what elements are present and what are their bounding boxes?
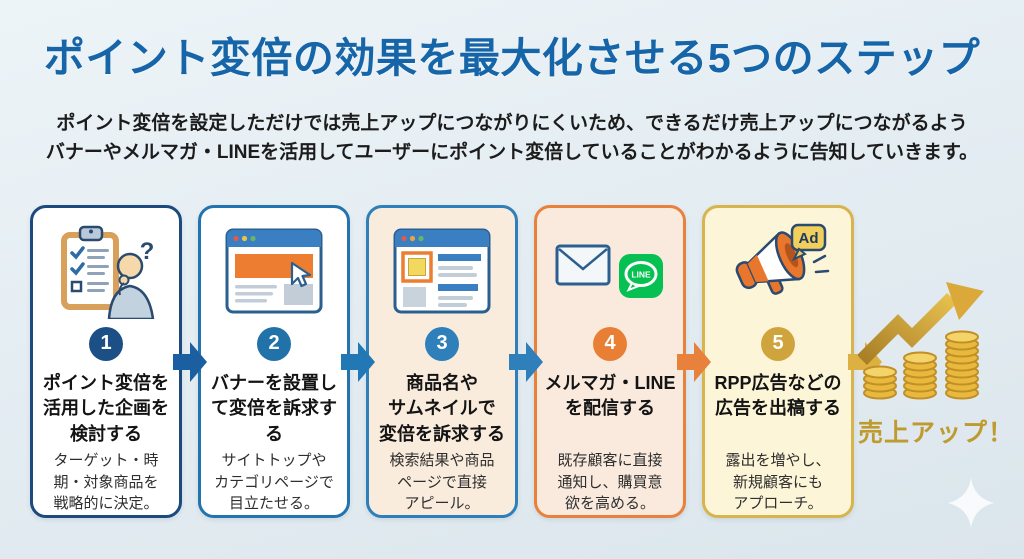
step-description: 検索結果や商品 ページで直接 アピール。 [389,451,495,513]
email-icon [555,244,611,286]
step-number-badge: 3 [425,326,459,361]
rising-arrow [857,282,984,365]
subtitle: ポイント変倍を設定しただけでは売上アップにつながりにくいため、できるだけ売上アッ… [45,113,979,163]
coin-stacks [863,330,979,400]
goal-label: 売上アップ！ [857,419,1014,447]
svg-text:?: ? [140,238,155,265]
thinking-person-checklist-icon: ? [38,220,174,323]
ad-speech-bubble: Ad [790,224,827,262]
megaphone-ad-icon: Ad [710,220,846,323]
step-heading: 商品名や サムネイルで 変倍を訴求する [379,372,505,444]
step-description: 既存顧客に直接 通知し、購買意 欲を高める。 [557,451,663,513]
step-heading: バナーを設置し て変倍を訴求す る [211,372,337,444]
product-thumbnail-icon [374,220,510,323]
page-title: ポイント変倍の効果を最大化させる5つのステップ [43,35,981,81]
step-number-badge: 1 [89,326,123,361]
growth-chart-coins-icon [857,282,984,400]
step-number-badge: 2 [257,326,291,361]
step-number-badge: 4 [593,326,627,361]
step-heading: RPP広告などの 広告を出稿する [714,372,842,419]
step-card-5: Ad 5 RPP広告などの 広告を出稿する 露出を増やし、 新規顧客にも アプロ… [702,205,854,518]
step-description: サイトトップや カテゴリページで 目立たせる。 [214,451,334,513]
step-heading: ポイント変倍を 活用した企画を 検討する [43,372,169,444]
email-and-line-icon: LINE [542,220,678,323]
line-app-icon: LINE [619,254,663,299]
ad-label-text: Ad [799,230,819,247]
goal-section: 売上アップ！ [856,282,1016,449]
step-card-3: 3 商品名や サムネイルで 変倍を訴求する 検索結果や商品 ページで直接 アピー… [366,205,518,518]
step-heading: メルマガ・LINE を配信する [544,372,676,419]
step-card-1: ? 1 ポイント変倍を 活用した企画を 検討する ターゲット・時 期・対象商品を… [30,205,182,518]
step-description: ターゲット・時 期・対象商品を 戦略的に決定。 [53,451,159,513]
line-logo-text: LINE [631,270,651,280]
step-card-4: LINE 4 メルマガ・LINE を配信する 既存顧客に直接 通知し、購買意 欲… [534,205,686,518]
step-number-badge: 5 [761,326,795,361]
sparkle-icon [948,478,994,528]
banner-click-icon [206,220,342,323]
step-description: 露出を増やし、 新規顧客にも アプローチ。 [725,451,831,513]
step-card-2: 2 バナーを設置し て変倍を訴求す る サイトトップや カテゴリページで 目立た… [198,205,350,518]
